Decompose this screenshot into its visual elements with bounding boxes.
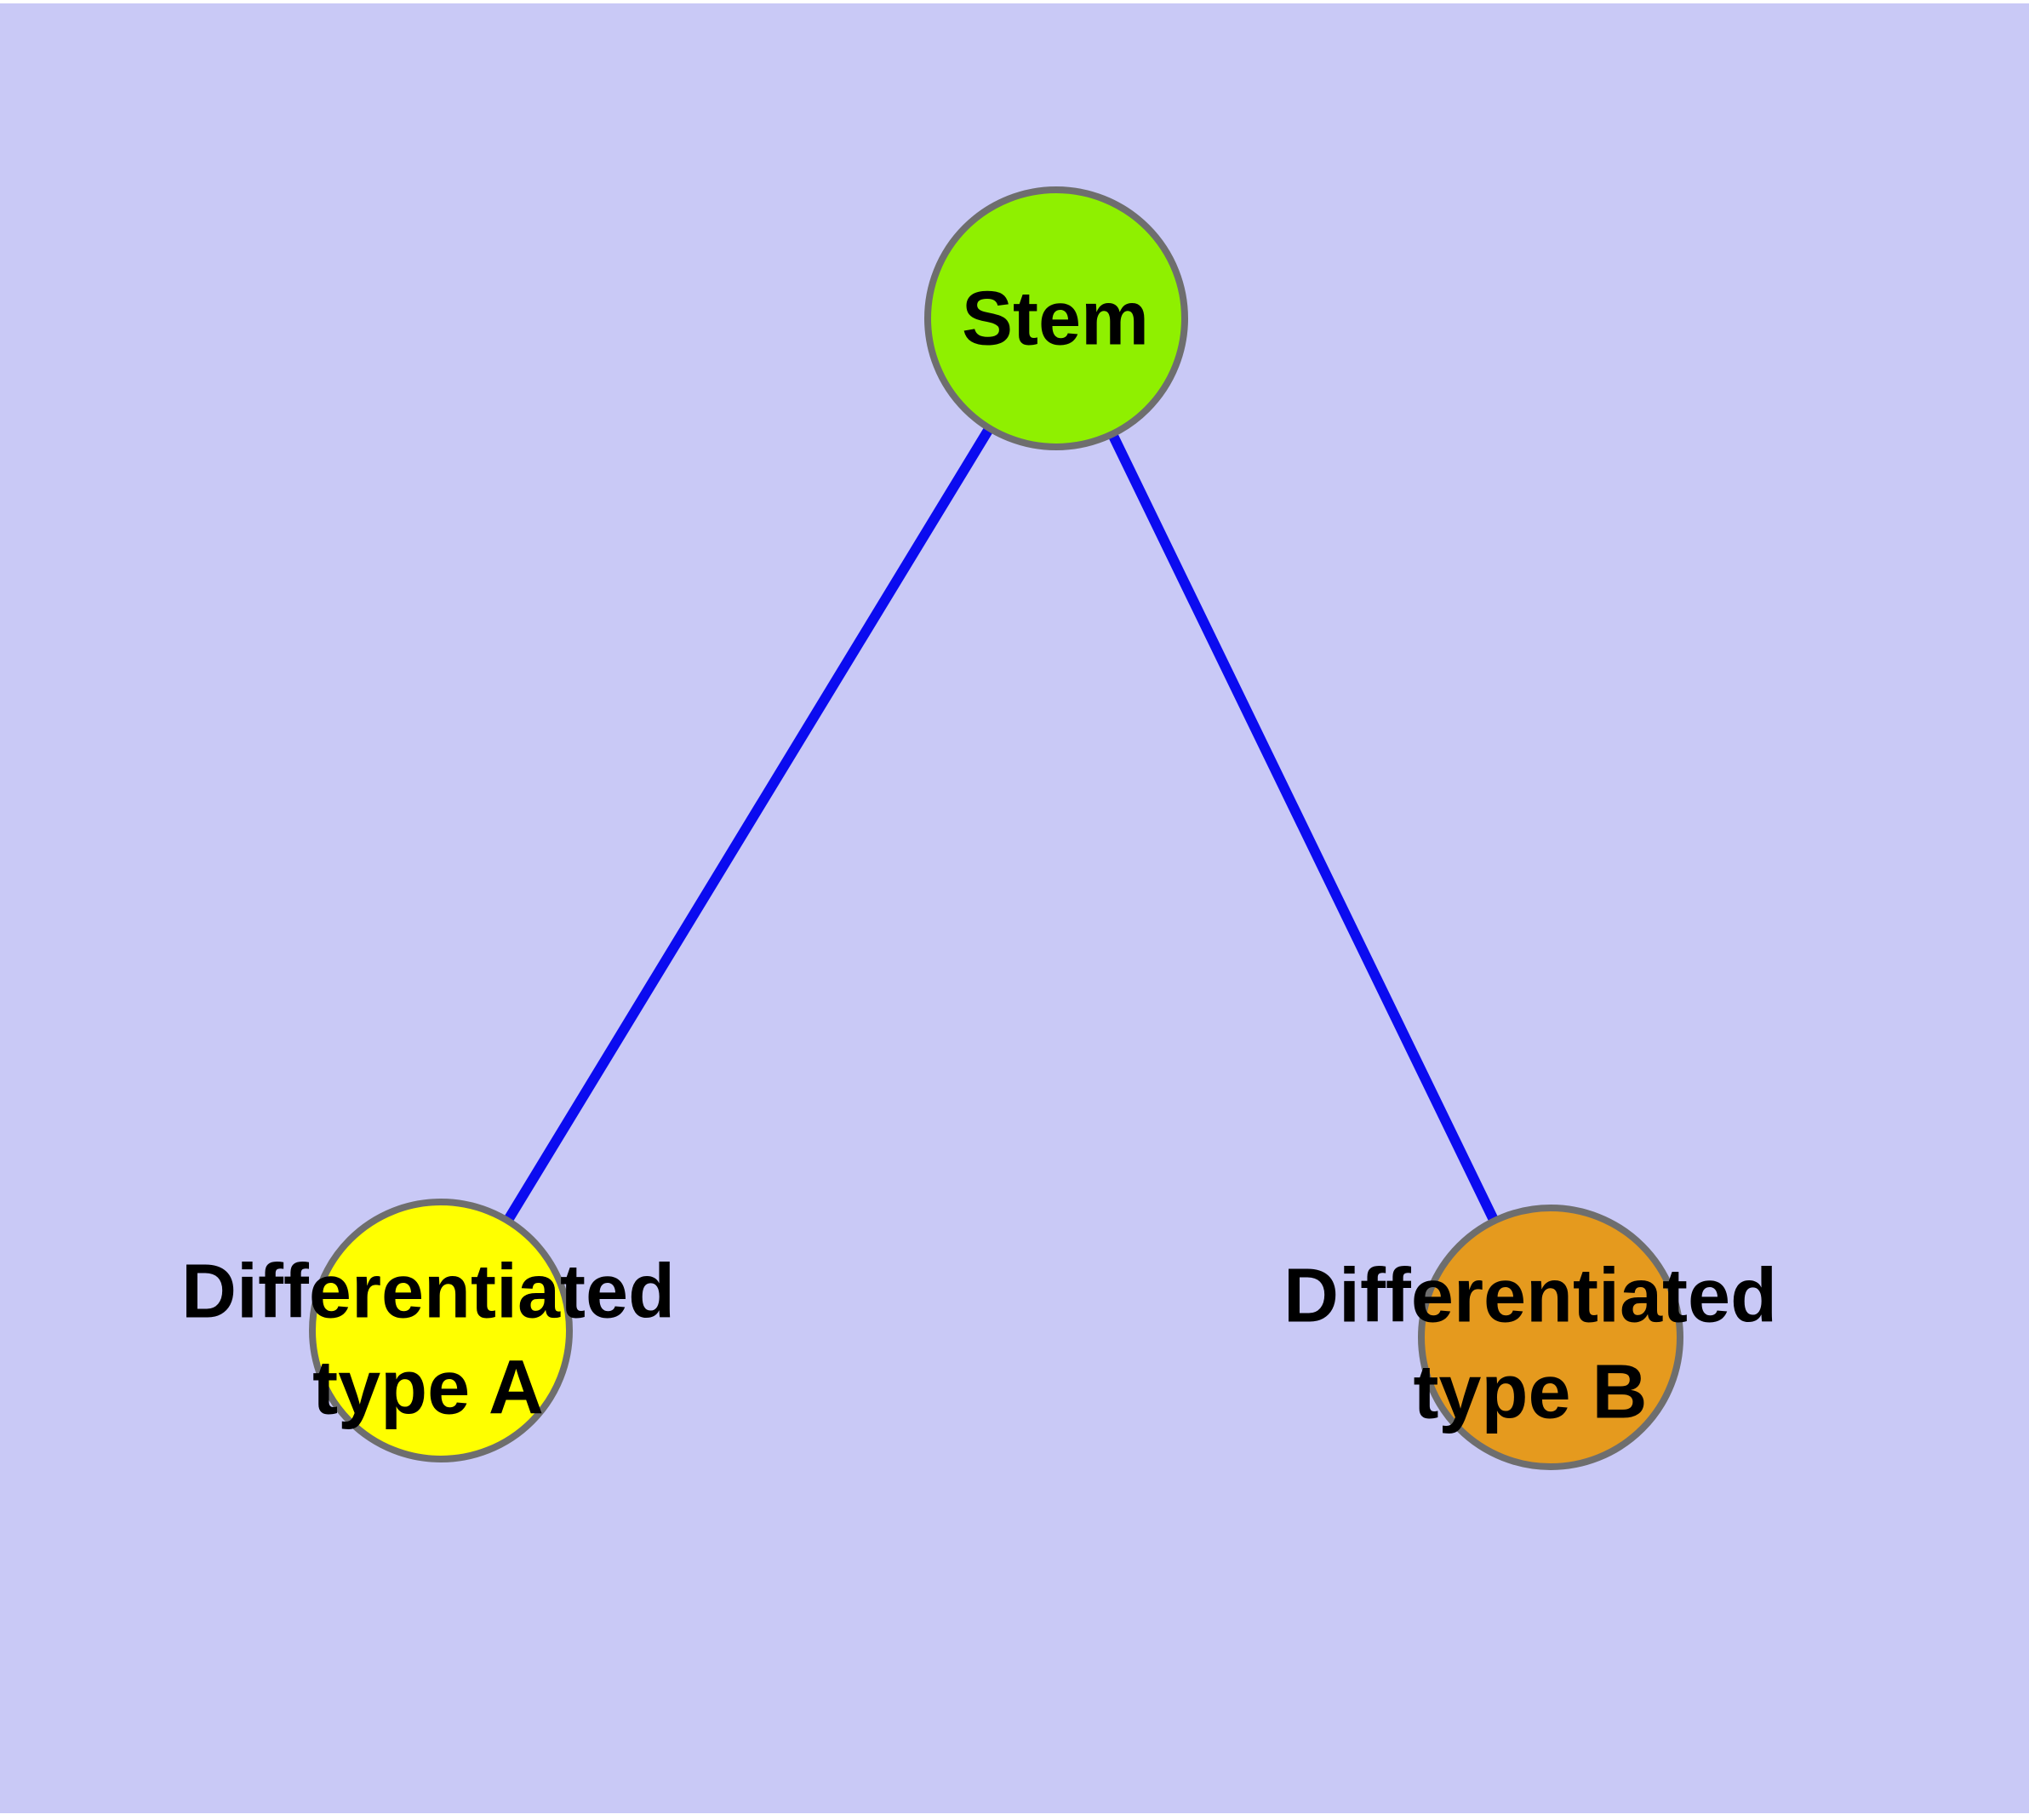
stem-node [924,186,1188,450]
edge-stem-to-type-b [1051,316,1556,1340]
differentiated-type-b-node [1418,1205,1683,1470]
differentiated-type-a-node [309,1199,573,1462]
edge-stem-to-type-a [436,315,1061,1334]
